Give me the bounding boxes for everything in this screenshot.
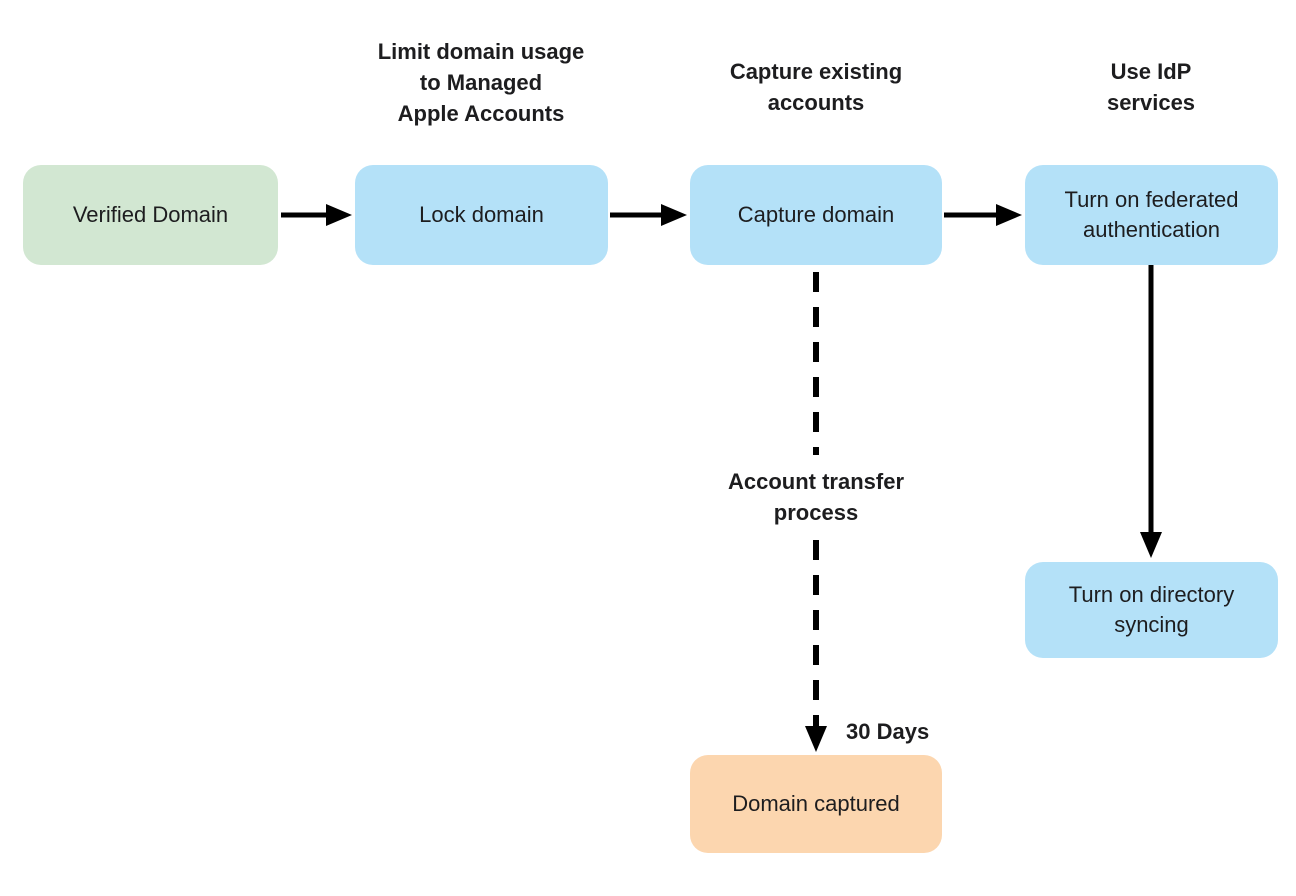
node-turn-on-federated-authentication: Turn on federated authentication [1025, 165, 1278, 265]
node-verified-domain: Verified Domain [23, 165, 278, 265]
caption-use-idp-services: Use IdP services [1106, 59, 1196, 115]
caption-account-transfer-process: Account transfer process [727, 469, 905, 525]
node-turn-on-directory-syncing: Turn on directory syncing [1025, 562, 1278, 658]
node-lock-domain: Lock domain [355, 165, 608, 265]
node-domain-captured: Domain captured [690, 755, 942, 853]
node-capture-domain: Capture domain [690, 165, 942, 265]
caption-capture-existing-accounts: Capture existing accounts [729, 59, 903, 115]
caption-limit-domain-usage: Limit domain usage to Managed Apple Acco… [377, 39, 585, 126]
caption-30-days: 30 Days [846, 719, 930, 744]
